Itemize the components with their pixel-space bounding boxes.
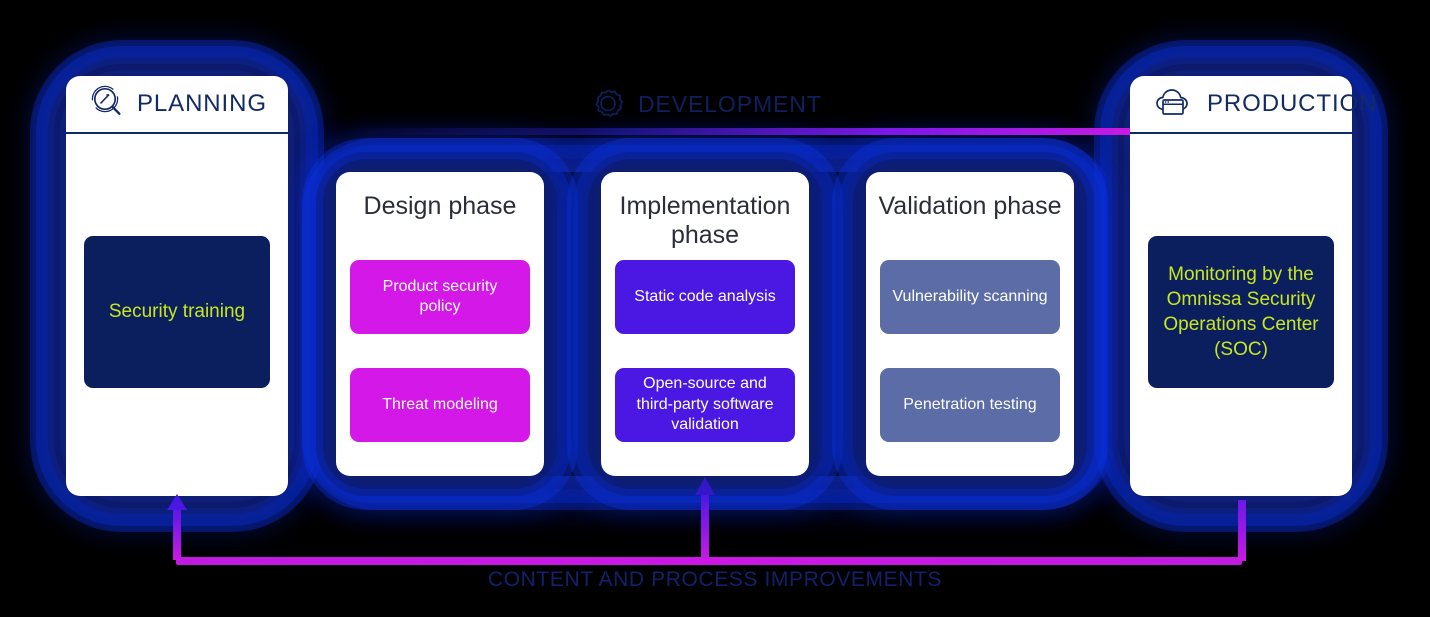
- chip-threat-modeling[interactable]: Threat modeling: [350, 368, 530, 442]
- planning-header: PLANNING: [66, 76, 288, 134]
- chip-label: Penetration testing: [903, 395, 1037, 413]
- gear-icon: [590, 86, 626, 122]
- chip-open-source-validation[interactable]: Open-source and third-party software val…: [615, 368, 795, 442]
- production-title: PRODUCTION: [1207, 90, 1378, 117]
- chip-label: Security training: [108, 301, 246, 323]
- phase-design-phase: Design phase Product security policy Thr…: [336, 172, 544, 476]
- cloud-window-icon: [1154, 85, 1194, 124]
- group-production: PRODUCTION Monitoring by the Omnissa Sec…: [1130, 76, 1376, 496]
- phase-validation-phase: Validation phase Vulnerability scanning …: [866, 172, 1074, 476]
- validation-phase-title: Validation phase: [878, 192, 1062, 220]
- phase-implementation-phase: Implementation phase Static code analysi…: [601, 172, 809, 476]
- chip-static-code-analysis[interactable]: Static code analysis: [615, 260, 795, 334]
- feedback-label: CONTENT AND PROCESS IMPROVEMENTS: [487, 568, 943, 591]
- chip-security-training[interactable]: Security training: [84, 236, 270, 388]
- chip-product-security-policy[interactable]: Product security policy: [350, 260, 530, 334]
- chip-vulnerability-scanning[interactable]: Vulnerability scanning: [880, 260, 1060, 334]
- chip-penetration-testing[interactable]: Penetration testing: [880, 368, 1060, 442]
- feedback-riser-implementation: [701, 494, 709, 560]
- chip-label: Static code analysis: [634, 287, 776, 305]
- group-planning: PLANNING Security training: [66, 76, 288, 496]
- feedback-riser-planning: [173, 508, 181, 560]
- development-title: DEVELOPMENT: [638, 90, 822, 117]
- chip-label: Threat modeling: [382, 395, 498, 413]
- chip-label: Open-source and third-party software val…: [636, 375, 774, 434]
- feedback-arrow-planning: [167, 494, 187, 510]
- design-phase-title: Design phase: [363, 192, 517, 220]
- feedback-bar: [176, 557, 1242, 565]
- chip-label: Monitoring by the Omnissa Security Opera…: [1163, 263, 1319, 361]
- feedback-arrow-implementation: [695, 477, 715, 495]
- implementation-phase-title: Implementation phase: [619, 192, 791, 249]
- chip-label: Vulnerability scanning: [892, 287, 1048, 305]
- planning-title: PLANNING: [137, 90, 267, 117]
- top-connector-line: [352, 128, 1134, 135]
- development-header: DEVELOPMENT: [590, 86, 822, 122]
- feedback-riser-production: [1238, 500, 1246, 561]
- chip-label: Product security policy: [382, 277, 498, 315]
- chip-soc-monitoring[interactable]: Monitoring by the Omnissa Security Opera…: [1148, 236, 1334, 388]
- magnifying-glass-icon: [90, 85, 124, 124]
- production-header: PRODUCTION: [1130, 76, 1376, 134]
